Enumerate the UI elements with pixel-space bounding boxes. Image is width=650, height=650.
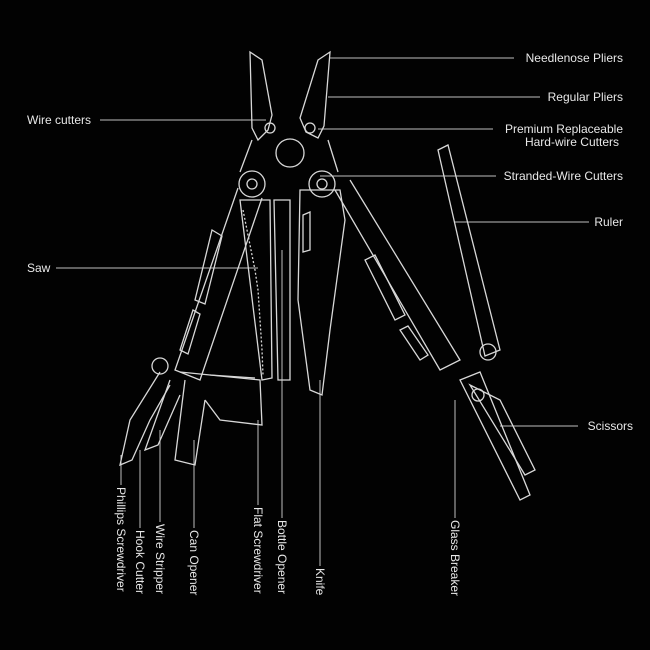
label-glass-breaker: Glass Breaker xyxy=(448,520,462,597)
knife-blade xyxy=(297,189,346,396)
saw-blade xyxy=(239,199,273,381)
label-knife: Knife xyxy=(313,568,327,596)
label-wire-stripper: Wire Stripper xyxy=(153,524,167,595)
ruler xyxy=(437,144,501,357)
label-saw: Saw xyxy=(27,261,51,275)
label-regular-pliers: Regular Pliers xyxy=(547,90,623,104)
label-ruler: Ruler xyxy=(594,215,623,229)
handle-pivots xyxy=(151,170,497,375)
label-hook-cutter: Hook Cutter xyxy=(133,530,147,595)
label-stranded-wire-cutters: Stranded-Wire Cutters xyxy=(503,169,623,183)
label-bottle-opener: Bottle Opener xyxy=(275,520,289,595)
label-wire-cutters: Wire cutters xyxy=(27,113,92,127)
bottom-tools xyxy=(119,371,263,467)
label-flat-screwdriver: Flat Screwdriver xyxy=(251,507,265,594)
pliers-jaws xyxy=(239,50,339,173)
left-handle xyxy=(174,187,263,381)
label-premium-line2: Hard-wire Cutters xyxy=(524,135,619,149)
label-needlenose-pliers: Needlenose Pliers xyxy=(525,51,623,65)
scissors xyxy=(459,371,536,501)
label-premium-line1: Premium Replaceable xyxy=(504,122,623,136)
right-handle xyxy=(334,179,461,371)
label-can-opener: Can Opener xyxy=(187,530,201,596)
label-phillips-screwdriver: Phillips Screwdriver xyxy=(114,487,128,592)
bottle-opener-strip xyxy=(273,199,291,381)
label-scissors: Scissors xyxy=(587,419,633,433)
